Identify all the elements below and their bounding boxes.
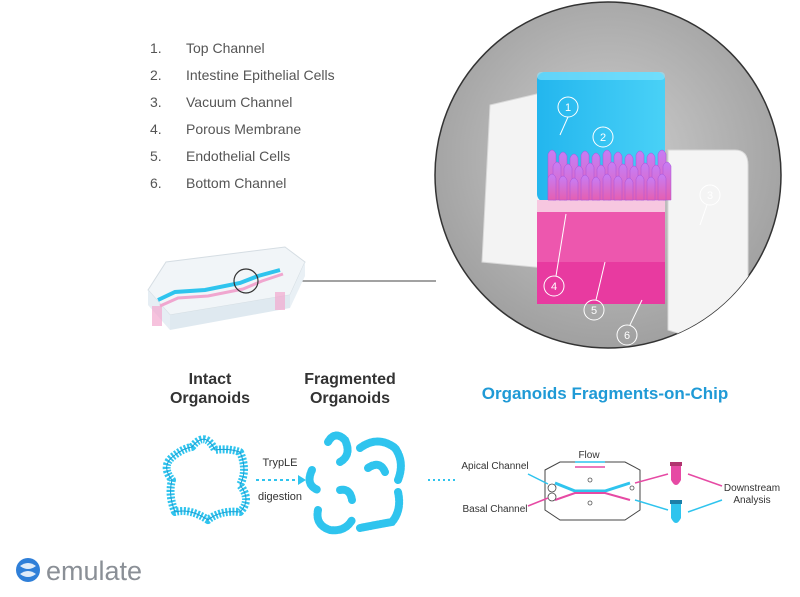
callout-5: 5 bbox=[583, 261, 606, 321]
legend-number: 5. bbox=[150, 148, 162, 164]
intact-heading-line2: Organoids bbox=[169, 390, 250, 407]
legend-item: 6. Bottom Channel bbox=[150, 175, 335, 202]
sample-tube-blue bbox=[670, 500, 682, 523]
chip-title-heading: Organoids Fragments-on-Chip bbox=[481, 384, 729, 403]
legend-item: 4. Porous Membrane bbox=[150, 121, 335, 148]
chip-schematic bbox=[544, 461, 641, 521]
legend-label: Endothelial Cells bbox=[186, 148, 291, 164]
analysis-arrow-pink bbox=[687, 473, 723, 487]
downstream-label-2: Analysis bbox=[733, 495, 770, 506]
villus bbox=[591, 176, 601, 201]
apical-inflow-arrow bbox=[527, 473, 549, 485]
legend-label: Intestine Epithelial Cells bbox=[186, 67, 335, 83]
callout-5-label: 5 bbox=[591, 305, 597, 317]
reagent-label: TrypLE bbox=[262, 457, 297, 469]
callout-3: 3 bbox=[699, 184, 721, 226]
legend-number: 1. bbox=[150, 40, 162, 56]
legend-item: 5. Endothelial Cells bbox=[150, 148, 335, 175]
fragmented-organoids-heading: Fragmented Organoids bbox=[290, 370, 410, 408]
apical-channel-label: Apical Channel bbox=[461, 461, 528, 472]
callout-4: 4 bbox=[543, 213, 567, 297]
intact-organoid bbox=[162, 435, 250, 524]
organ-chip-small bbox=[147, 246, 306, 330]
callout-6-label: 6 bbox=[624, 330, 630, 342]
basal-channel-label: Basal Channel bbox=[462, 504, 527, 515]
callout-4-label: 4 bbox=[551, 281, 557, 293]
legend-number: 3. bbox=[150, 94, 162, 110]
callout-1-label: 1 bbox=[565, 102, 571, 114]
villus bbox=[624, 177, 634, 201]
fragmented-heading-line1: Fragmented bbox=[304, 371, 396, 388]
digestion-arrow-head bbox=[298, 475, 306, 485]
callout-2: 2 bbox=[592, 126, 614, 148]
legend-number: 6. bbox=[150, 175, 162, 191]
outflow-pink bbox=[634, 473, 669, 484]
legend-label: Vacuum Channel bbox=[186, 94, 293, 110]
villus bbox=[580, 174, 590, 201]
epithelial-villi bbox=[547, 149, 672, 201]
legend-number: 4. bbox=[150, 121, 162, 137]
legend-item: 3. Vacuum Channel bbox=[150, 94, 335, 121]
fragmented-heading-line2: Organoids bbox=[309, 390, 390, 407]
outflow-blue bbox=[634, 499, 669, 511]
callout-2-label: 2 bbox=[600, 132, 606, 144]
callout-6: 6 bbox=[616, 299, 643, 346]
villus bbox=[547, 173, 557, 201]
sample-tube-pink bbox=[670, 462, 682, 485]
legend-label: Bottom Channel bbox=[186, 175, 287, 191]
villus bbox=[558, 175, 568, 201]
fragmented-organoids bbox=[305, 431, 405, 535]
callout-3-label: 3 bbox=[707, 190, 713, 202]
emulate-logo-icon bbox=[16, 558, 40, 582]
intact-organoids-heading: Intact Organoids bbox=[160, 370, 260, 408]
villus bbox=[613, 175, 623, 201]
legend-label: Top Channel bbox=[186, 40, 265, 56]
component-legend: 1. Top Channel 2. Intestine Epithelial Cel… bbox=[150, 40, 335, 202]
villus bbox=[569, 177, 579, 201]
digestion-label: digestion bbox=[258, 491, 302, 503]
basal-inflow-arrow bbox=[527, 497, 549, 507]
villus bbox=[646, 176, 656, 201]
intact-heading-line1: Intact bbox=[188, 371, 232, 388]
villus bbox=[602, 173, 612, 201]
analysis-arrow-blue bbox=[687, 499, 723, 513]
zoom-circle bbox=[434, 1, 782, 349]
downstream-label-1: Downstream bbox=[724, 483, 780, 494]
legend-number: 2. bbox=[150, 67, 162, 83]
brand-wordmark: emulate bbox=[46, 556, 142, 586]
villus bbox=[635, 174, 645, 201]
flow-label: Flow bbox=[578, 450, 600, 461]
legend-label: Porous Membrane bbox=[186, 121, 302, 137]
callout-1: 1 bbox=[557, 96, 579, 136]
legend-item: 1. Top Channel bbox=[150, 40, 335, 67]
legend-item: 2. Intestine Epithelial Cells bbox=[150, 67, 335, 94]
villus bbox=[657, 173, 667, 201]
